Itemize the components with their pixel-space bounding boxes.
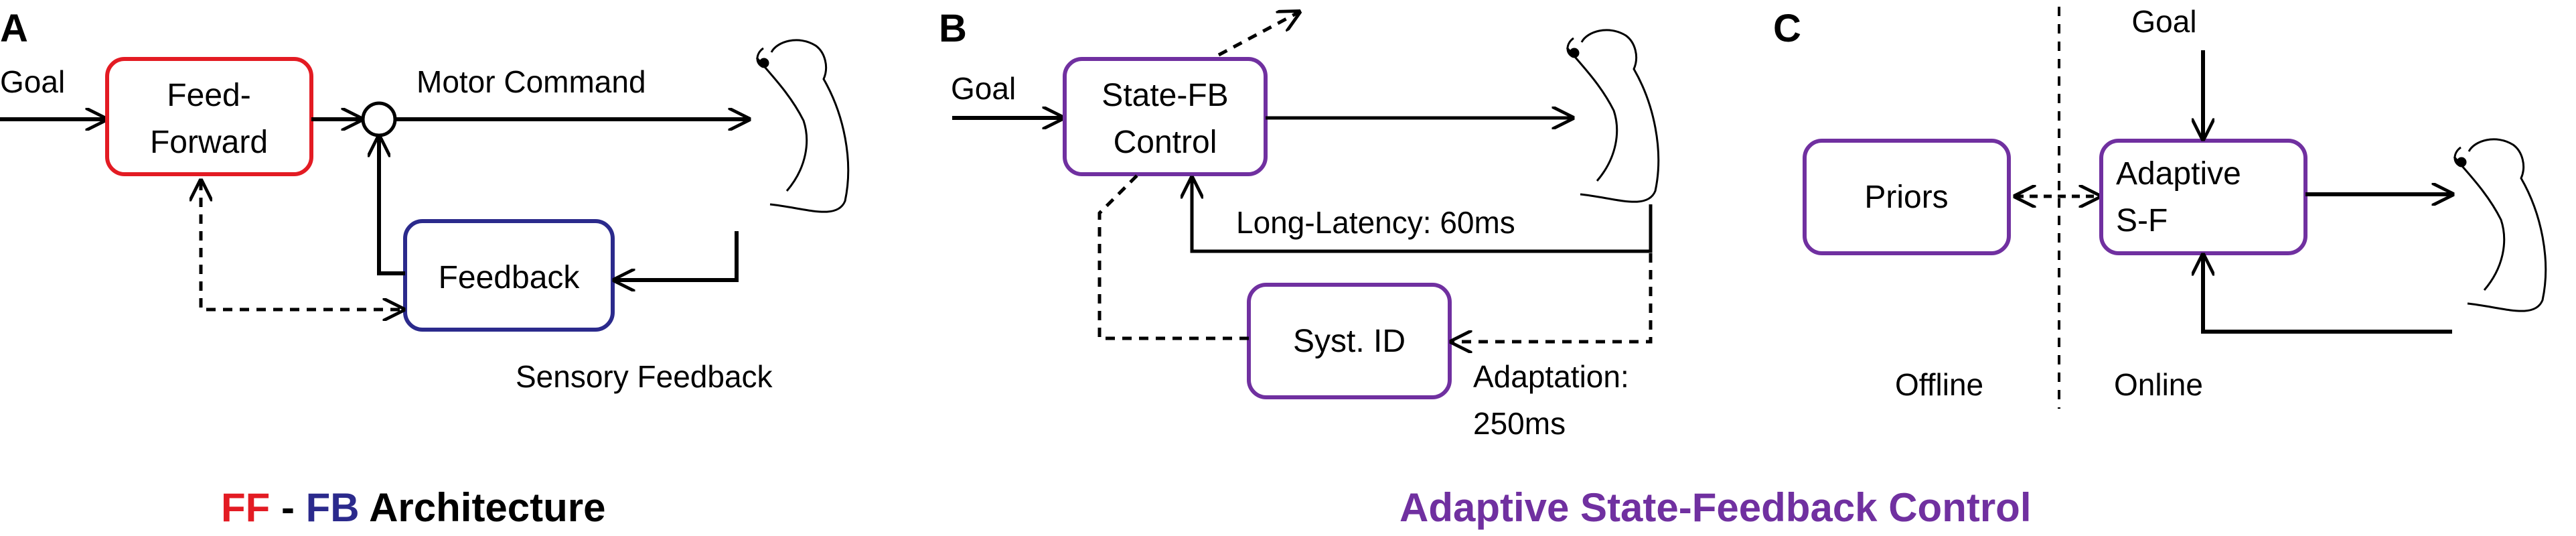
panel-c-label: C	[1773, 7, 1801, 50]
title-fb-part: FB	[306, 485, 360, 530]
priors-label: Priors	[1864, 180, 1948, 215]
sysid-to-control-dashed-link	[1097, 174, 1249, 340]
adaptation-label-line2: 250ms	[1473, 406, 1566, 441]
title-architecture-part: Architecture	[360, 485, 606, 530]
priors-box	[1803, 139, 2011, 255]
feedforward-label-line2: Forward	[150, 125, 268, 160]
panel-c-goal-label: Goal	[2131, 4, 2196, 39]
panel-a-label: A	[0, 7, 28, 50]
sensory-feedback-label: Sensory Feedback	[516, 359, 773, 394]
feedforward-box	[105, 57, 313, 176]
adaptive-sf-label-line1: Adaptive	[2116, 156, 2241, 192]
offline-label: Offline	[1895, 367, 1983, 402]
adaptive-update-dashed-arrow	[1217, 12, 1299, 57]
panel-b: B Goal State-FB Control Long-Latency: 60…	[939, 7, 1660, 441]
long-latency-feedback-arrow	[1192, 178, 1653, 253]
state-fb-label-line2: Control	[1114, 125, 1217, 160]
panel-b-goal-label: Goal	[951, 71, 1016, 106]
arm-icon	[1566, 29, 1660, 203]
title-ff-part: FF	[221, 485, 270, 530]
adaptation-dashed-arrow	[1452, 253, 1653, 342]
system-id-label: Syst. ID	[1293, 324, 1406, 359]
adaptation-label-line1: Adaptation:	[1473, 359, 1629, 394]
title-dash-part: -	[270, 485, 305, 530]
adaptive-sf-label-line2: S-F	[2116, 203, 2168, 239]
arm-icon	[2453, 138, 2547, 312]
sensory-feedback-arrow	[615, 231, 739, 280]
state-fb-label-line1: State-FB	[1102, 78, 1228, 113]
feedback-to-sum-arrow	[379, 137, 405, 275]
feedback-label: Feedback	[439, 260, 581, 295]
panel-a-goal-label: Goal	[0, 64, 65, 99]
panel-a: A Goal Feed- Forward Motor Command Feedb…	[0, 7, 850, 394]
feedforward-label-line1: Feed-	[167, 78, 250, 113]
ff-feedback-dashed-link	[201, 181, 403, 310]
ff-fb-architecture-title: FF - FB Architecture	[221, 485, 606, 530]
long-latency-label: Long-Latency: 60ms	[1236, 205, 1515, 240]
online-feedback-arrow	[2203, 255, 2452, 334]
motor-command-label: Motor Command	[416, 64, 646, 99]
summing-junction	[361, 101, 397, 137]
adaptive-sfc-title: Adaptive State-Feedback Control	[1399, 485, 2032, 530]
arm-icon	[755, 39, 850, 213]
panel-b-label: B	[939, 7, 967, 50]
online-label: Online	[2114, 367, 2203, 402]
panel-c: C Priors Adaptive S-F Goal Offline Onlin…	[1773, 4, 2547, 409]
